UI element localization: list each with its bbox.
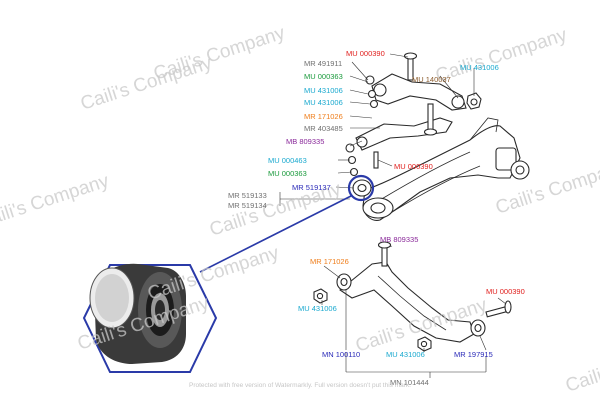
upper-leader-lines (279, 53, 475, 206)
part-label: MU 000390 (346, 49, 385, 58)
watermarks: Caili's Company Caili's Company Caili's … (0, 22, 600, 396)
lower-bottom-nut (417, 336, 432, 352)
watermark-text: Caili's Company (151, 22, 288, 84)
lower-assembly (313, 241, 512, 352)
part-label: MR 519134 (228, 201, 267, 210)
callout-ring (347, 174, 375, 202)
part-label: MU 431006 (386, 350, 425, 359)
part-label: MU 431006 (304, 98, 343, 107)
part-label: MR 403485 (304, 124, 343, 133)
part-label: MN 100110 (322, 350, 360, 359)
part-label: MR 171026 (310, 257, 349, 266)
lower-right-bushing (470, 319, 486, 337)
hub-knuckle (495, 147, 530, 180)
upper-link-arm (371, 73, 467, 111)
lower-left-nut (313, 288, 328, 304)
part-labels: MU 000390 MR 491911 MU 000363 MU 431006 … (228, 49, 525, 387)
part-label: MU 431006 (460, 63, 499, 72)
part-label: MU 000390 (486, 287, 525, 296)
lower-left-bushing (336, 273, 352, 291)
part-label: MU 431006 (304, 86, 343, 95)
part-label: MR 491911 (304, 59, 342, 68)
part-label: MU 140037 (412, 75, 451, 84)
watermark-text: Caili's Company (563, 334, 600, 396)
part-label: MU 000363 (268, 169, 307, 178)
lower-right-bolt (485, 300, 512, 318)
pivot-bushing (352, 179, 372, 197)
watermark-text: Caili's Company (0, 170, 112, 232)
lower-link-arm (355, 117, 453, 151)
watermark-footer: Protected with free version of Watermark… (189, 382, 411, 389)
part-label: MR 171026 (304, 112, 343, 121)
bushing-photo (89, 263, 186, 364)
part-label: MU 431006 (298, 304, 337, 313)
callout-connector (199, 195, 352, 273)
part-label: MB 809335 (286, 137, 324, 146)
part-label: MR 519137 (292, 183, 331, 192)
middle-bolt (427, 103, 434, 133)
lower-leader-lines (321, 245, 507, 378)
highlight-callout (82, 174, 375, 373)
part-label: MR 519133 (228, 191, 267, 200)
watermark-text: Caili's Company (433, 24, 570, 86)
part-label: MR 197915 (454, 350, 493, 359)
part-label: MU 000390 (394, 162, 433, 171)
part-label: MU 000463 (268, 156, 307, 165)
trailing-arm (362, 125, 521, 221)
upper-assembly (345, 52, 530, 221)
part-label: MB 809335 (380, 235, 418, 244)
part-label: MU 000363 (304, 72, 343, 81)
part-label: MN 101444 (390, 378, 429, 387)
